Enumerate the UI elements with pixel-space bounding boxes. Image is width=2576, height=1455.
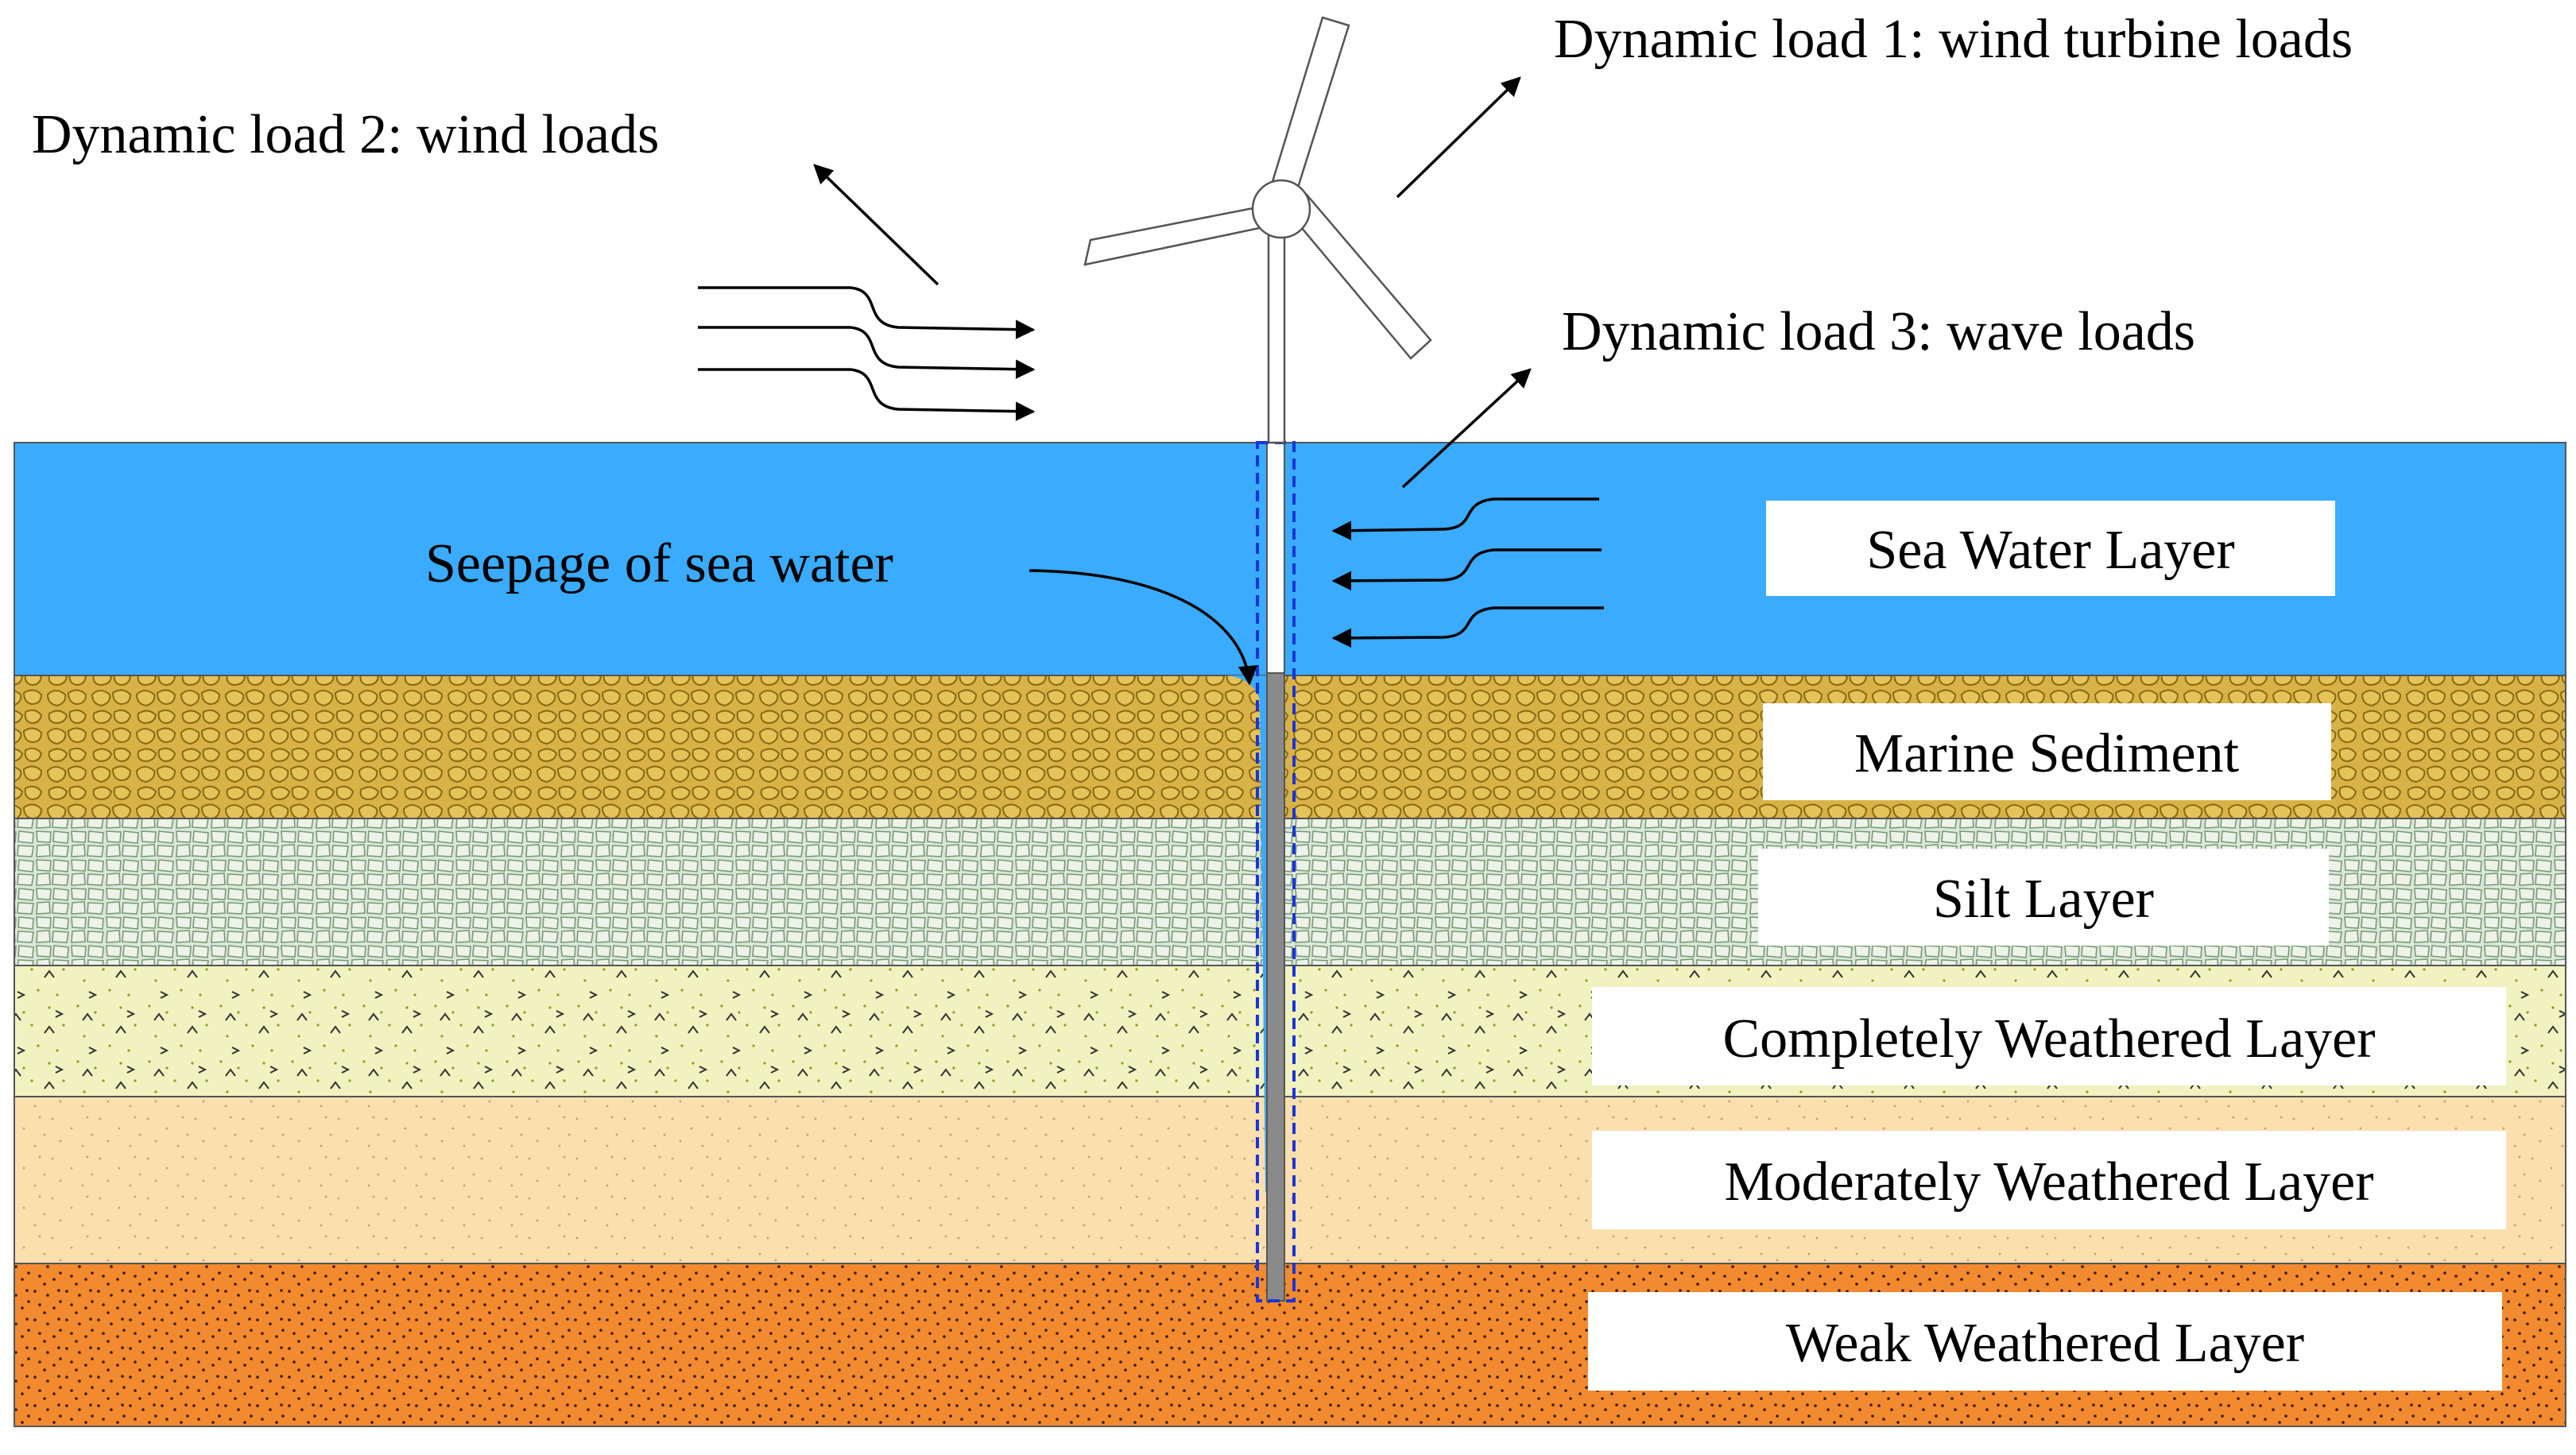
arrow-wave-load bbox=[1401, 368, 1532, 489]
load-turbine-label: Dynamic load 1: wind turbine loads bbox=[1554, 9, 2353, 70]
turbine-hub bbox=[1251, 179, 1311, 239]
layer-name: Moderately Weathered Layer bbox=[1724, 1151, 2373, 1213]
monopile bbox=[1256, 441, 1296, 1302]
seepage-label: Seepage of sea water bbox=[425, 533, 893, 594]
wave-flow-line-3 bbox=[1331, 606, 1604, 648]
wind-flow-line-1 bbox=[698, 286, 1036, 339]
layer-box-sea-water: Sea Water Layer bbox=[1766, 501, 2335, 596]
wind-flow-line-3 bbox=[698, 368, 1036, 421]
layer-name: Weak Weathered Layer bbox=[1786, 1313, 2304, 1374]
arrow-turbine-load bbox=[1396, 76, 1521, 199]
layer-box-silt: Silt Layer bbox=[1758, 849, 2329, 946]
layer-box-marine-sediment: Marine Sediment bbox=[1763, 703, 2331, 800]
wind-flow-line-2 bbox=[698, 326, 1036, 379]
layer-name: Completely Weathered Layer bbox=[1722, 1008, 2375, 1070]
wave-flow-line-1 bbox=[1331, 497, 1599, 540]
wind-turbine bbox=[1083, 16, 1432, 444]
layer-box-moderately-weathered: Moderately Weathered Layer bbox=[1592, 1131, 2506, 1229]
load-wind-label: Dynamic load 2: wind loads bbox=[32, 104, 659, 165]
seepage-water-wedge bbox=[1224, 675, 1275, 1192]
load-wave-label: Dynamic load 3: wave loads bbox=[1562, 301, 2195, 362]
load-arrows bbox=[698, 76, 1604, 686]
layer-box-completely-weathered: Completely Weathered Layer bbox=[1592, 987, 2506, 1085]
arrow-wind-load bbox=[813, 164, 939, 286]
turbine-blade-up bbox=[1267, 16, 1350, 204]
layer-name: Silt Layer bbox=[1933, 869, 2154, 930]
turbine-blade-left bbox=[1083, 203, 1271, 266]
layer-name: Marine Sediment bbox=[1854, 723, 2240, 784]
turbine-blade-right bbox=[1288, 193, 1432, 360]
layer-name: Sea Water Layer bbox=[1866, 520, 2234, 581]
layer-box-weak-weathered: Weak Weathered Layer bbox=[1588, 1292, 2502, 1391]
turbine-tower bbox=[1267, 209, 1286, 444]
wave-flow-line-2 bbox=[1331, 548, 1602, 591]
seepage-arrow bbox=[1028, 569, 1258, 686]
layer-legend: Sea Water Layer Marine Sediment Silt Lay… bbox=[1588, 501, 2506, 1391]
